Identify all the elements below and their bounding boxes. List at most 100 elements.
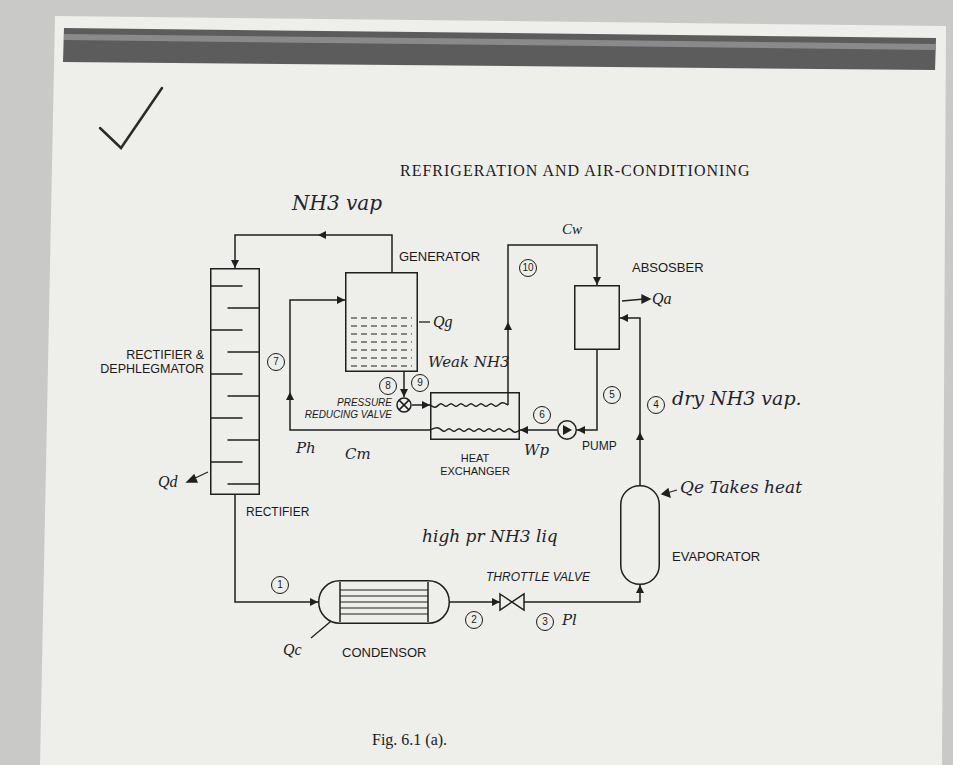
flow-line (520, 429, 557, 431)
heat-symbol: Qc (283, 641, 302, 659)
absorber-vessel-outline (574, 285, 620, 350)
heat-symbol: Qd (158, 473, 178, 491)
handwritten-symbol: Ph (296, 440, 316, 457)
check-mark (100, 88, 162, 148)
callout-number: 5 (603, 386, 621, 404)
vessel-shell (621, 486, 660, 585)
handwritten-note: high pr NH3 liq (422, 527, 558, 547)
valve-cross (399, 400, 409, 410)
vessel-shell (575, 286, 620, 350)
pump-symbol-outline (557, 420, 577, 440)
callout-number: 3 (536, 613, 554, 631)
coil (430, 428, 520, 432)
pressure-reducing-valve-outline (396, 397, 412, 413)
flow-line (524, 585, 640, 602)
leader-arrowhead (662, 489, 670, 497)
part-name: RECTIFIER & DEPHLEGMATOR (70, 348, 204, 377)
page-heading: REFRIGERATION AND AIR-CONDITIONING (400, 162, 750, 180)
tube (340, 596, 428, 597)
part-name: ABSOSBER (632, 261, 704, 276)
column-shell (211, 269, 260, 495)
liquid-level (351, 342, 412, 343)
callout-number: 2 (465, 611, 483, 629)
handwritten-note: NH3 vap (292, 192, 382, 215)
leader-arrowhead (642, 295, 650, 303)
tube (340, 614, 428, 615)
tray-plate (210, 373, 243, 375)
handwritten-note: dry NH3 vap. (672, 388, 802, 410)
handwritten-note: Qe Takes heat (680, 478, 802, 498)
part-name: PUMP (582, 440, 617, 454)
flow-line (620, 318, 640, 485)
rectifier-column: RECTIFIER & DEPHLEGMATOR (210, 268, 260, 495)
flow-line (412, 404, 430, 406)
evaporator-vessel: EVAPORATOR (620, 485, 660, 585)
callout-number: 4 (647, 396, 665, 414)
liquid-level (351, 326, 412, 327)
throttle-valve: THROTTLE VALVE (500, 594, 524, 610)
handwritten-symbol: Pl (562, 612, 577, 629)
exchanger-shell (431, 393, 520, 440)
tray-plate (228, 307, 261, 309)
condenser-shell-outline (318, 580, 450, 624)
liquid-level (351, 318, 412, 319)
part-name: PRESSURE REDUCING VALVE (296, 397, 392, 420)
rectifier-column-outline (210, 268, 260, 495)
scan-strip-highlight (64, 34, 936, 50)
tube (340, 608, 428, 609)
part-name: GENERATOR (399, 250, 480, 265)
pump-body (558, 421, 577, 440)
absorber-vessel: ABSOSBER (574, 285, 620, 350)
generator-tank-outline (345, 272, 418, 372)
heat-exchanger-outline (430, 392, 520, 440)
tank-shell (346, 273, 418, 372)
tray-plate (228, 351, 261, 353)
valve-body (500, 594, 524, 610)
tray-plate (210, 461, 243, 463)
flow-line (235, 235, 392, 272)
part-name: THROTTLE VALVE (486, 571, 590, 585)
evaporator-vessel-outline (620, 485, 660, 585)
callout-number: 1 (271, 576, 289, 594)
callout-number: 8 (379, 377, 397, 395)
condenser-shell: CONDENSOR (318, 580, 450, 624)
liquid-level (351, 350, 412, 351)
callout-number: 9 (411, 374, 429, 392)
figure-caption: Fig. 6.1 (a). (372, 731, 447, 749)
part-name: EVAPORATOR (672, 550, 760, 565)
liquid-level (351, 334, 412, 335)
leader-arrowhead (187, 475, 197, 482)
handwritten-symbol: Wp (524, 442, 549, 459)
generator-tank: GENERATOR (345, 272, 418, 372)
paper-sheet (40, 16, 946, 765)
pressure-reducing-valve: PRESSURE REDUCING VALVE (396, 397, 412, 413)
part-name: CONDENSOR (342, 646, 427, 661)
coil (430, 403, 508, 407)
callout-number: 7 (267, 353, 285, 371)
heat-symbol: Qg (433, 313, 453, 331)
heat-leader (622, 299, 644, 301)
liquid-level (351, 358, 412, 359)
tray-plate (210, 329, 243, 331)
pump-symbol: PUMP (557, 420, 577, 440)
flow-line (403, 372, 405, 397)
tray-plate (228, 439, 261, 441)
scan-strip (63, 28, 936, 70)
symbol-label: Cw (562, 221, 582, 238)
callout-number: 6 (533, 406, 551, 424)
tray-plate (210, 285, 243, 287)
throttle-valve-outline (500, 594, 524, 610)
handwritten-symbol: Cm (345, 446, 371, 463)
valve-body (397, 398, 411, 412)
liquid-level (351, 366, 412, 367)
valve-cross (399, 400, 409, 410)
part-name: HEAT EXCHANGER (430, 452, 520, 477)
flow-line (450, 601, 500, 603)
coil-outlet (507, 392, 509, 405)
tray-plate (228, 483, 261, 485)
pump-impeller (563, 425, 572, 435)
heat-leader (419, 321, 430, 322)
handwritten-note: Weak NH3 (428, 354, 510, 371)
